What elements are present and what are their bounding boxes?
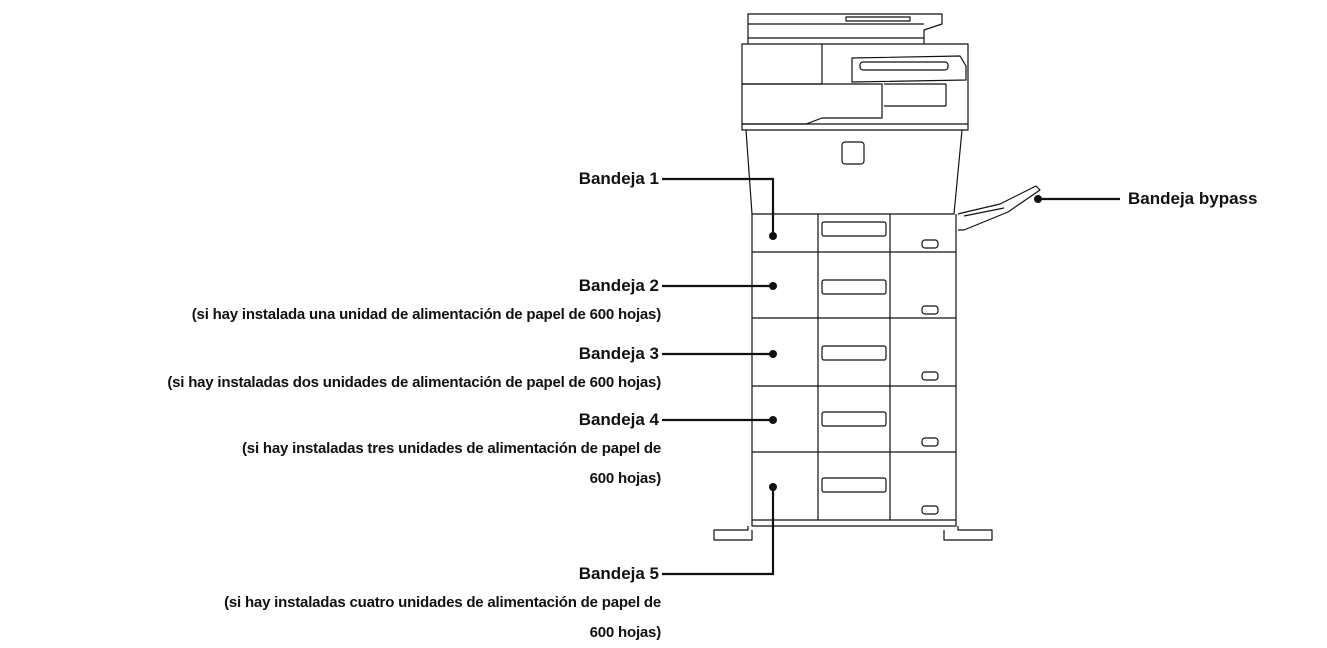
pointer-dot-tray4 bbox=[769, 416, 777, 424]
stand-base bbox=[713, 520, 993, 541]
tray5-note-line1: (si hay instaladas cuatro unidades de al… bbox=[224, 594, 661, 611]
drawer-stack bbox=[751, 214, 957, 521]
operation-panel bbox=[851, 55, 967, 107]
tray4-label: Bandeja 4 bbox=[578, 410, 659, 429]
bypass-tray-label: Bandeja bypass bbox=[1128, 189, 1258, 208]
tray2-label: Bandeja 2 bbox=[578, 276, 659, 295]
main-body bbox=[745, 129, 963, 215]
scanner-unit bbox=[741, 43, 969, 131]
pointer-dot-tray3 bbox=[769, 350, 777, 358]
tray3-note: (si hay instaladas dos unidades de alime… bbox=[167, 374, 661, 391]
tray1-label: Bandeja 1 bbox=[578, 169, 659, 188]
pointer-dot-tray2 bbox=[769, 282, 777, 290]
tray5-note-line2: 600 hojas) bbox=[589, 624, 662, 641]
tray2-note: (si hay instalada una unidad de alimenta… bbox=[191, 306, 661, 323]
document-feeder bbox=[747, 13, 943, 44]
bypass-tray-shape bbox=[957, 185, 1041, 231]
pointer-dot-tray5 bbox=[769, 483, 777, 491]
tray4-note-line2: 600 hojas) bbox=[589, 470, 662, 487]
pointer-dot-tray1 bbox=[769, 232, 777, 240]
tray3-label: Bandeja 3 bbox=[578, 344, 659, 363]
leader-tray1 bbox=[662, 177, 775, 236]
pointer-dot-bypass bbox=[1034, 195, 1042, 203]
tray4-note-line1: (si hay instaladas tres unidades de alim… bbox=[242, 440, 661, 457]
leader-tray5 bbox=[662, 487, 775, 576]
tray5-label: Bandeja 5 bbox=[578, 564, 659, 583]
